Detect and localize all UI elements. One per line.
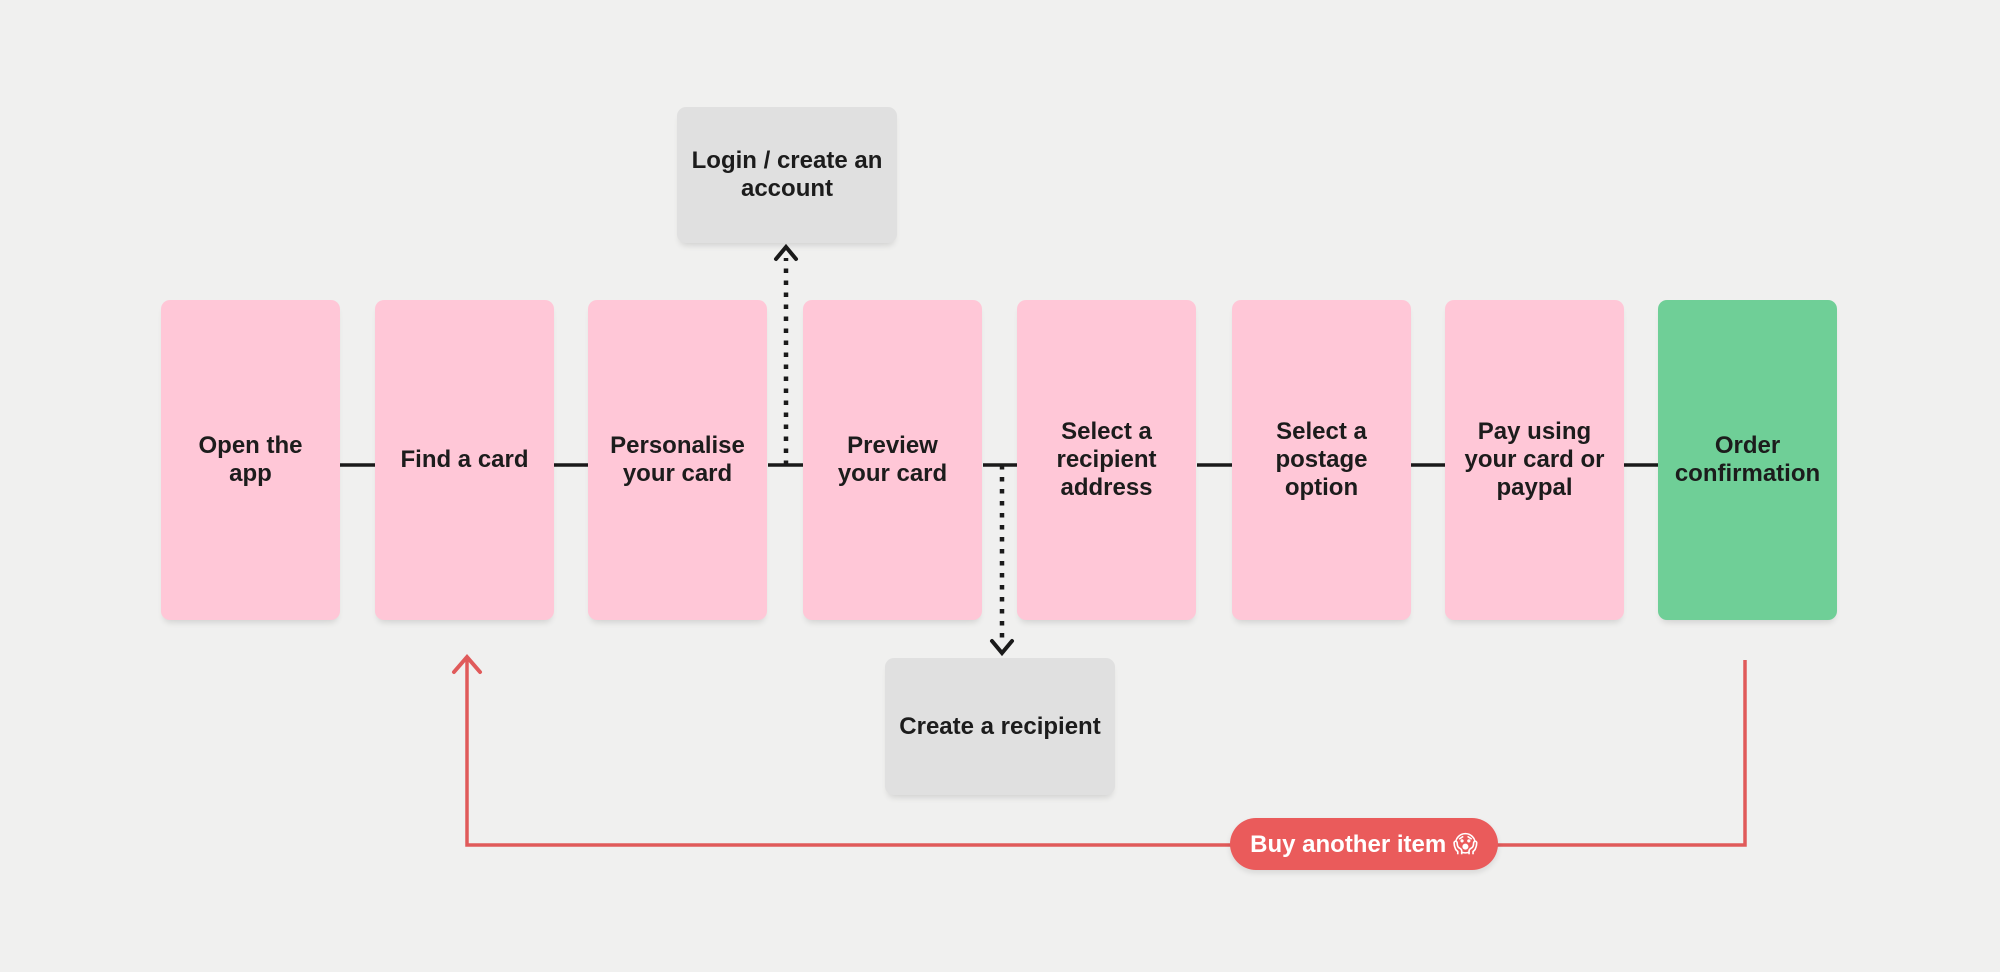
step-open-the-app[interactable]: Open the app [161, 300, 340, 620]
step-preview-your-card[interactable]: Preview your card [803, 300, 982, 620]
step-find-a-card[interactable]: Find a card [375, 300, 554, 620]
step-label: Pay using your card or paypal [1464, 418, 1605, 501]
branch-login-create-account[interactable]: Login / create an account [677, 107, 897, 243]
step-label: Order confirmation [1674, 432, 1821, 487]
step-order-confirmation[interactable]: Order confirmation [1658, 300, 1837, 620]
step-pay-card-or-paypal[interactable]: Pay using your card or paypal [1445, 300, 1624, 620]
step-label: Preview your card [837, 432, 948, 487]
step-select-recipient-address[interactable]: Select a recipient address [1017, 300, 1196, 620]
arrowhead-up-icon [774, 243, 798, 261]
branch-label: Login / create an account [691, 147, 883, 202]
red-loop-arrowhead-icon [452, 653, 482, 674]
arrowhead-down-icon [990, 639, 1014, 657]
step-label: Select a postage option [1275, 418, 1368, 501]
step-label: Personalise your card [610, 432, 745, 487]
branch-label: Create a recipient [899, 712, 1101, 740]
branch-create-a-recipient[interactable]: Create a recipient [885, 658, 1115, 795]
step-select-postage-option[interactable]: Select a postage option [1232, 300, 1411, 620]
step-label: Open the app [198, 432, 303, 487]
step-label: Find a card [400, 446, 529, 473]
step-label: Select a recipient address [1056, 418, 1157, 501]
buy-again-loop-line [465, 660, 1747, 847]
buy-another-item-button[interactable]: Buy another item 😱 [1230, 818, 1498, 870]
step-personalise-your-card[interactable]: Personalise your card [588, 300, 767, 620]
